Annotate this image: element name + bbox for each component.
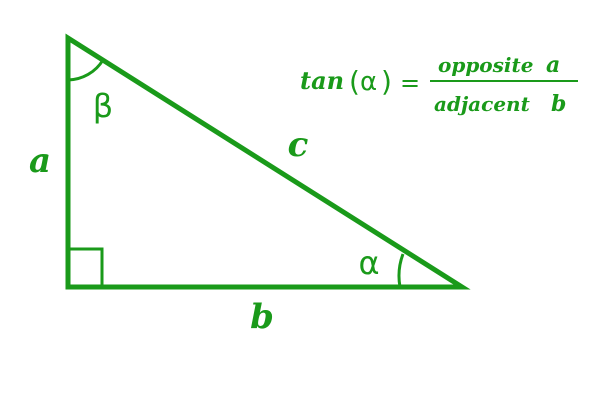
formula-fn: tan bbox=[300, 66, 344, 95]
formula-angle: α bbox=[360, 67, 377, 97]
right-angle-marker bbox=[68, 247, 104, 287]
right-triangle bbox=[65, 33, 471, 290]
formula-numerator-var: a bbox=[546, 52, 560, 78]
beta-angle-arc bbox=[67, 59, 105, 82]
alpha-angle-arc bbox=[397, 253, 405, 288]
beta-label: β bbox=[93, 87, 113, 125]
alpha-label: α bbox=[358, 244, 379, 282]
side-b-label: b bbox=[250, 297, 274, 337]
side-a-label: a bbox=[29, 141, 51, 181]
formula-equals: = bbox=[400, 69, 420, 97]
side-c-label: c bbox=[288, 125, 309, 165]
formula-close-paren: ) bbox=[381, 65, 392, 98]
formula-numerator-word: opposite bbox=[438, 53, 533, 77]
formula-open-paren: ( bbox=[349, 65, 360, 98]
tangent-formula: tan ( α ) = opposite a adjacent b bbox=[300, 52, 578, 117]
formula-denominator-var: b bbox=[551, 91, 566, 117]
formula-denominator-word: adjacent bbox=[434, 92, 531, 116]
